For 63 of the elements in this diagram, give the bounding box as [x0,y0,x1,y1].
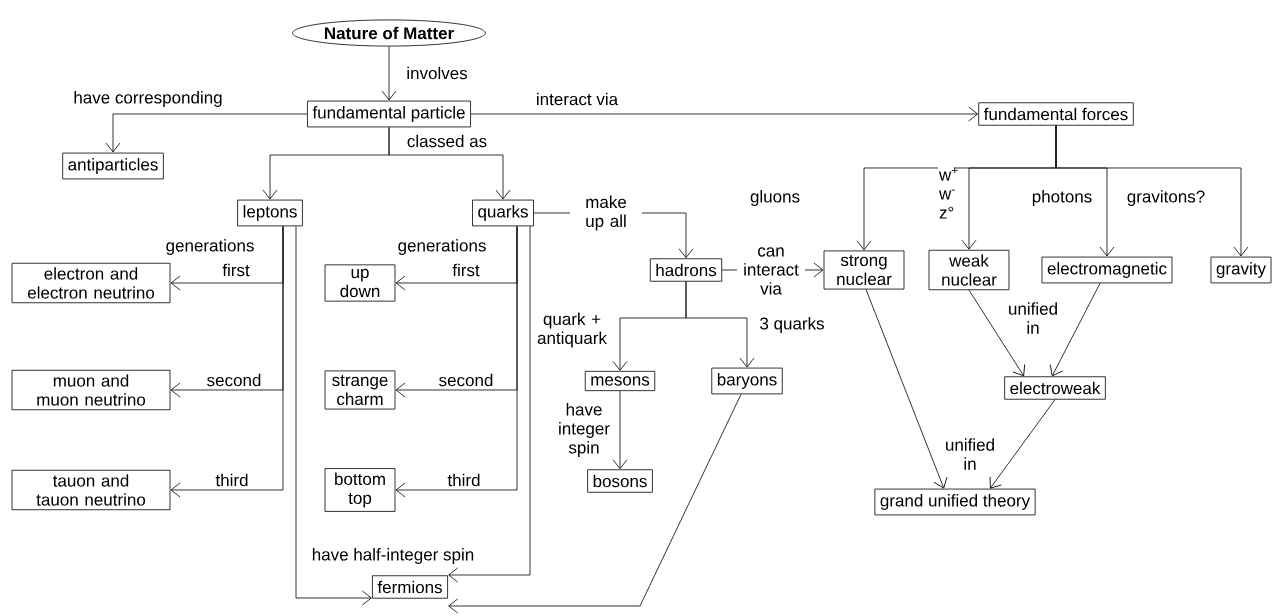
arrow [448,393,742,614]
edge-label: photons [1030,189,1094,207]
arrow [295,225,372,606]
edge-label: can interact via [737,246,805,296]
edge-label: classed as [405,133,489,149]
concept-box: quarks [472,199,534,227]
edge-label: have integer spin [554,402,614,458]
arrow [448,225,531,583]
concept-box: grand unified theory [874,488,1036,516]
edge-label: third [446,472,482,488]
edge-label: unified in [943,437,997,471]
concept-box: hadrons [649,258,723,282]
arrow [1049,282,1101,377]
concept-box: electroweak [1004,376,1106,400]
edge-label: quark + antiquark [531,311,613,349]
edge-label: second [205,372,263,388]
arrow [105,113,308,153]
edge-label: interact via [534,91,620,107]
concept-box: leptons [237,199,303,227]
concept-box: electromagnetic [1041,256,1173,284]
arrow [170,225,284,498]
arrow [381,46,397,101]
concept-box: bottom top [324,468,396,512]
edge-label: unified in [1006,301,1060,335]
concept-box: up down [324,264,396,302]
arrow [612,390,628,470]
arrow [388,126,511,200]
edge-label: w$^{+}$ w$^{-}$ z° [938,166,958,220]
edge-label: gravitons? [1125,189,1207,207]
edge-label: 3 quarks [758,316,826,334]
arrow [865,289,948,489]
edge-label: gluons [748,189,802,207]
link-label: generations [398,239,486,255]
edge-label: first [221,262,251,278]
link-label: generations [166,239,254,255]
arrow [685,281,755,368]
concept-box: fundamental particle [307,100,471,128]
edge-label: first [451,262,481,278]
arrow [1055,125,1249,257]
concept-box: weak nuclear [928,249,1010,291]
arrow [968,289,1026,377]
edge-label: have half-integer spin [310,547,476,565]
concept-box: strange charm [324,370,396,410]
concept-box: electron and electron neutrino [11,262,171,304]
concept-box: tauon and tauon neutrino [11,469,171,511]
arrow [470,106,979,122]
edge-label: have corresponding [72,90,224,108]
concept-box: fundamental forces [978,102,1134,126]
edge-label: third [214,472,250,488]
edge-label: second [437,372,495,388]
concept-box: mesons [584,370,656,392]
concept-box: gravity [1210,256,1272,284]
concept-box: bosons [587,469,653,493]
arrow [989,399,1056,489]
arrow [395,225,518,498]
concept-box: strong nuclear [823,250,905,290]
concept-box: muon and muon neutrino [11,369,171,411]
concept-box: baryons [711,367,783,395]
edge-label: make up all [570,194,642,232]
edge-label: involves [405,65,469,81]
ellipse-node: Nature of Matter [292,19,486,47]
concept-box: antiparticles [62,152,164,180]
concept-box: fermions [372,575,448,599]
